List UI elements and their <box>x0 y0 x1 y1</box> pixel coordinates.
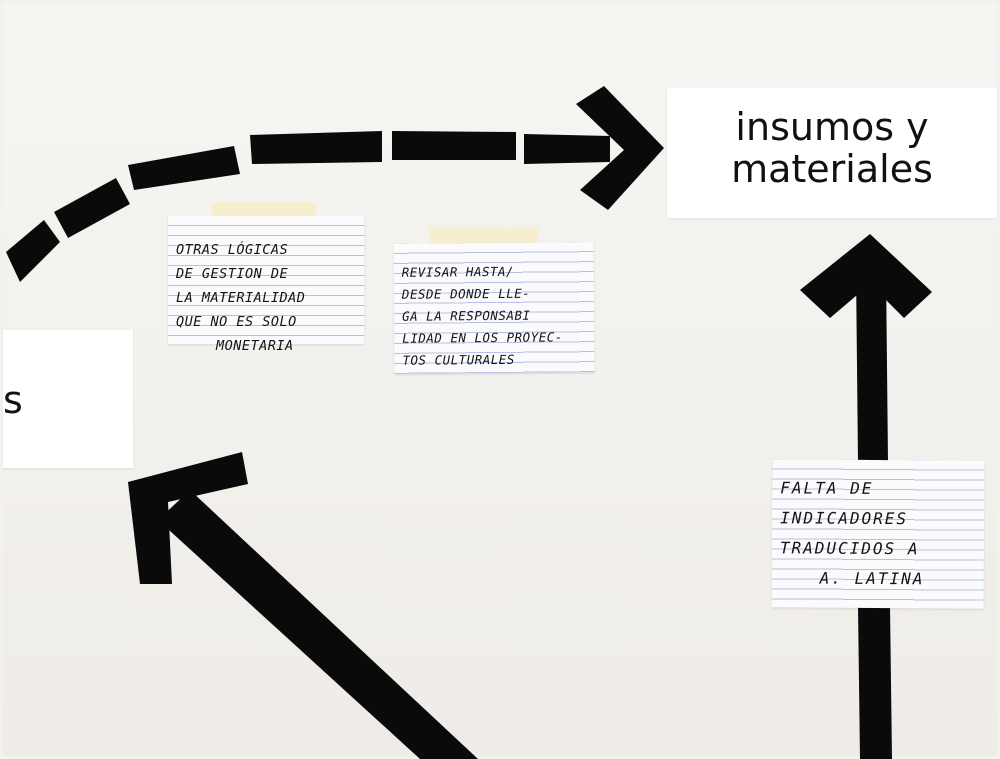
vertical-arrow-shaft-top <box>856 270 888 462</box>
label-line: insumos y <box>735 105 929 149</box>
note-3-text: FALTA DE INDICADORES TRADUCIDOS A A. LAT… <box>780 473 979 594</box>
note-line: GA LA RESPONSABI <box>402 307 531 324</box>
dash-segment-2 <box>54 178 130 238</box>
index-card-note-2: REVISAR HASTA/ DESDE DONDE LLE- GA LA RE… <box>393 242 595 374</box>
note-line: FALTA DE <box>780 478 874 498</box>
diagonal-arrow-shaft <box>158 490 478 759</box>
note-line: DE GESTION DE <box>176 266 289 282</box>
label-left-text: s <box>3 378 23 422</box>
note-line: LIDAD EN LOS PROYEC- <box>402 329 563 346</box>
note-line: REVISAR HASTA/ <box>401 263 515 280</box>
note-line: TRADUCIDOS A <box>779 538 920 559</box>
index-card-note-1: OTRAS LÓGICAS DE GESTION DE LA MATERIALI… <box>168 216 364 354</box>
note-line: A. LATINA <box>819 568 925 589</box>
note-1-text: OTRAS LÓGICAS DE GESTION DE LA MATERIALI… <box>176 238 358 358</box>
index-card-note-3: FALTA DE INDICADORES TRADUCIDOS A A. LAT… <box>771 459 985 609</box>
label-line: materiales <box>731 147 933 191</box>
dash-segment-4 <box>250 131 382 164</box>
note-line: DESDE DONDE LLE- <box>401 285 531 302</box>
arc-arrow-head <box>576 86 664 210</box>
note-line: MONETARIA <box>216 338 294 354</box>
dash-segment-1 <box>6 220 60 282</box>
dash-segment-5 <box>392 131 516 160</box>
label-insumos-materiales: insumos y materiales <box>667 88 997 218</box>
note-line: OTRAS LÓGICAS <box>176 242 289 258</box>
note-line: INDICADORES <box>780 508 909 529</box>
dash-segment-3 <box>128 146 240 190</box>
label-left-cropped: s <box>3 330 133 468</box>
label-insumos-materiales-text: insumos y materiales <box>667 106 997 190</box>
note-2-text: REVISAR HASTA/ DESDE DONDE LLE- GA LA RE… <box>402 260 589 372</box>
vertical-arrow-shaft-bottom <box>858 606 892 759</box>
dash-segment-6 <box>524 134 610 164</box>
note-line: QUE NO ES SOLO <box>176 314 297 330</box>
vertical-arrow-head <box>800 234 932 318</box>
diagonal-arrow-head <box>128 452 248 584</box>
note-line: TOS CULTURALES <box>402 351 515 368</box>
note-line: LA MATERIALIDAD <box>176 290 306 306</box>
